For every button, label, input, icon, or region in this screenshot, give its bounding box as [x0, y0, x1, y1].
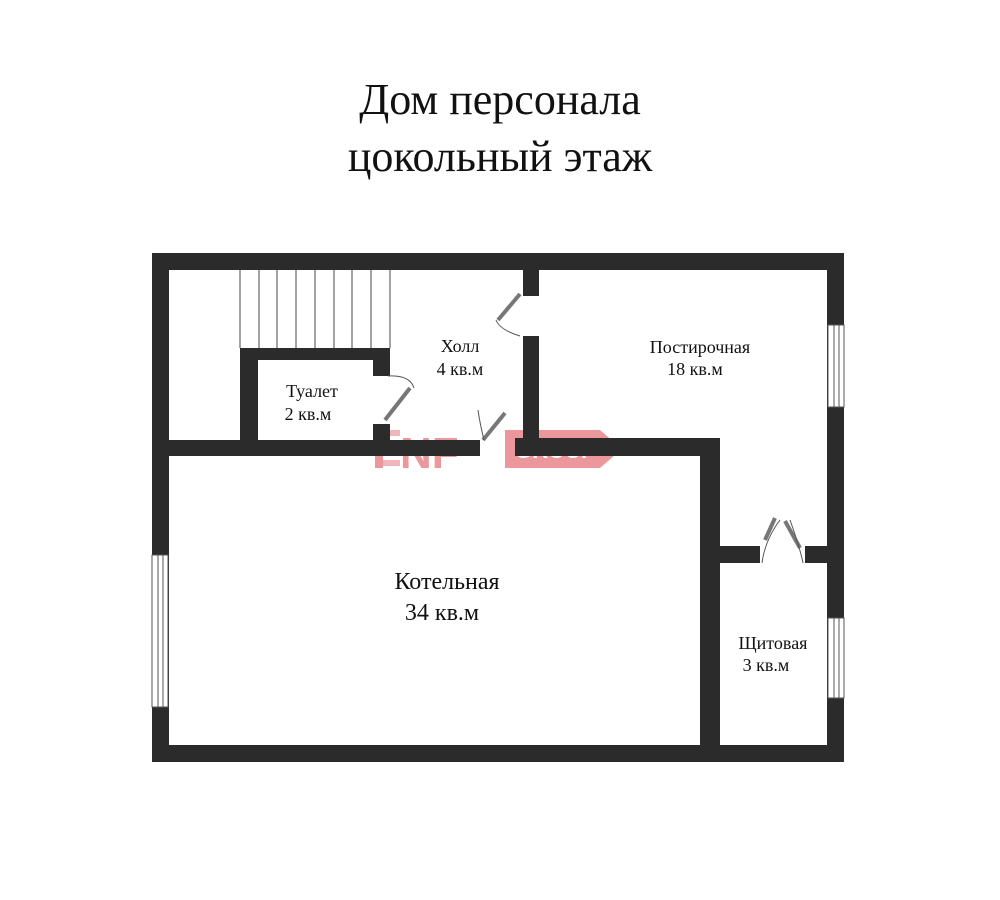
door-hall-boiler — [477, 409, 507, 442]
plan-subtitle: цокольный этаж — [347, 132, 653, 181]
room-hall-area: 4 кв.м — [437, 359, 484, 379]
room-electrical-area: 3 кв.м — [743, 655, 790, 675]
room-laundry-name: Постирочная — [650, 337, 750, 357]
room-hall-name: Холл — [441, 336, 480, 356]
window-boiler — [151, 554, 169, 708]
room-labels: Холл 4 кв.м Постирочная 18 кв.м Туалет 2… — [285, 336, 808, 675]
room-laundry-area: 18 кв.м — [667, 359, 723, 379]
room-toilet-area: 2 кв.м — [285, 404, 332, 424]
window-electrical — [827, 617, 845, 699]
window-laundry — [827, 324, 845, 408]
door-electrical — [761, 517, 804, 564]
room-boiler-area: 34 кв.м — [405, 600, 479, 626]
doors — [383, 292, 804, 564]
walls — [152, 253, 844, 762]
door-laundry — [495, 292, 522, 337]
door-toilet — [383, 375, 415, 422]
plan-title: Дом персонала — [359, 75, 641, 124]
windows — [151, 324, 845, 708]
room-toilet-name: Туалет — [286, 381, 338, 401]
staircase — [239, 270, 391, 348]
room-boiler-name: Котельная — [394, 569, 499, 595]
room-electrical-name: Щитовая — [739, 633, 808, 653]
